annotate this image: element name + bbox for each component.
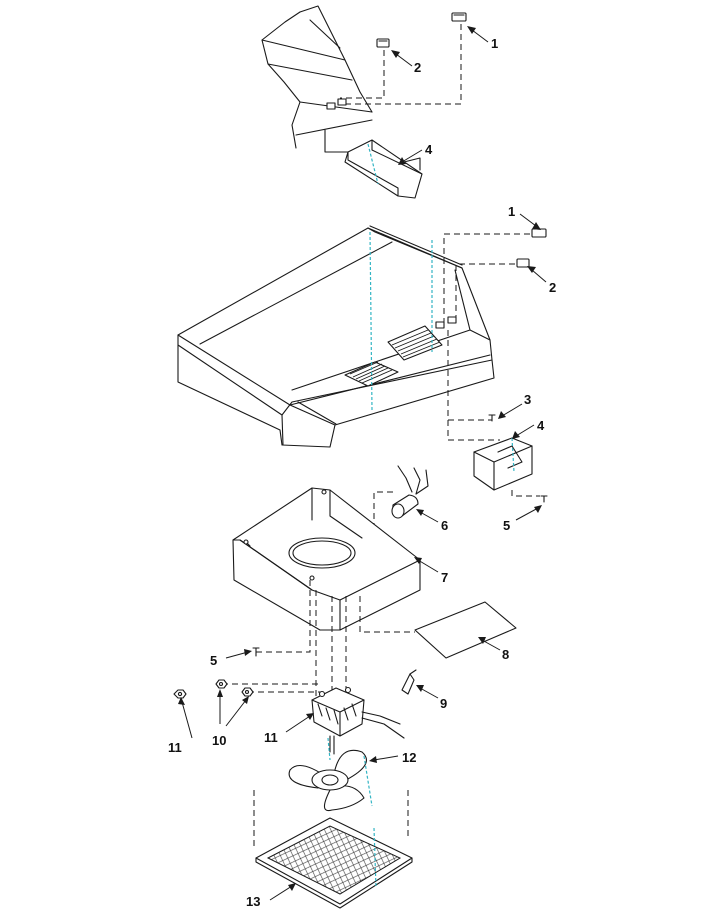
mid-switch-2 xyxy=(516,258,530,268)
top-switch-bracket-4 xyxy=(344,139,423,199)
callout-11-motor: 11 xyxy=(264,730,278,745)
callout-2-mid: 2 xyxy=(549,280,556,295)
bracket-9 xyxy=(401,669,417,695)
callout-1-mid: 1 xyxy=(508,204,515,219)
callout-4-top: 4 xyxy=(425,142,433,157)
callout-4-mid: 4 xyxy=(537,418,545,433)
switch-slot-b xyxy=(337,98,347,106)
callout-numbers: 1 2 4 1 2 3 4 5 6 7 8 5 9 11 10 11 12 13 xyxy=(168,36,556,909)
callout-5-right: 5 xyxy=(503,518,510,533)
callout-5-left: 5 xyxy=(210,653,217,668)
range-hood-body xyxy=(177,225,495,448)
nut-10-a xyxy=(215,679,228,689)
grease-filter-13 xyxy=(255,817,413,909)
callout-10: 10 xyxy=(212,733,226,748)
nut-10-b xyxy=(241,687,254,697)
filter-8-guide xyxy=(359,596,415,633)
motor-shaft-line xyxy=(327,737,331,761)
top-switch-2-guide xyxy=(340,50,385,99)
mid-switch-bracket-4 xyxy=(473,437,533,491)
callout-13: 13 xyxy=(246,894,260,909)
screw-5-left-guide xyxy=(256,580,311,653)
screw-5-left xyxy=(252,647,260,657)
mid-switch-1-guide xyxy=(443,233,530,324)
callout-6: 6 xyxy=(441,518,448,533)
top-switch-1 xyxy=(451,12,467,22)
switch-slot-a xyxy=(326,102,336,110)
fan-line xyxy=(363,755,373,807)
top-switch-1-guide xyxy=(346,24,462,105)
callout-11-left: 11 xyxy=(168,740,182,755)
top-inset-hood-fragment xyxy=(261,5,373,149)
fan-blade-12 xyxy=(288,749,367,812)
capacitor-6 xyxy=(391,465,429,519)
motor-11 xyxy=(311,686,405,755)
leader-lines xyxy=(178,26,547,901)
screw-5-right-guide xyxy=(511,490,540,497)
hood-vent-right xyxy=(387,325,443,361)
callout-1-top: 1 xyxy=(491,36,498,51)
callout-9: 9 xyxy=(440,696,447,711)
mid-switch-1 xyxy=(531,228,547,238)
screw-3 xyxy=(488,414,496,422)
callout-8: 8 xyxy=(502,647,509,662)
top-bracket-guide xyxy=(324,129,349,153)
blower-housing-7 xyxy=(232,487,421,631)
top-switch-2 xyxy=(376,38,390,48)
callout-12: 12 xyxy=(402,750,416,765)
charcoal-filter-8 xyxy=(414,601,517,659)
nut-11-left xyxy=(173,689,187,699)
mid-switch-2-guide xyxy=(455,263,515,318)
grease-filter-line xyxy=(373,827,377,889)
callout-7: 7 xyxy=(441,570,448,585)
bracket-4-guide xyxy=(447,420,500,441)
callout-3: 3 xyxy=(524,392,531,407)
hood-switch-slot-b xyxy=(447,316,457,324)
hood-switch-slot-a xyxy=(435,321,445,329)
callout-2-top: 2 xyxy=(414,60,421,75)
screw-5-right xyxy=(540,495,548,503)
